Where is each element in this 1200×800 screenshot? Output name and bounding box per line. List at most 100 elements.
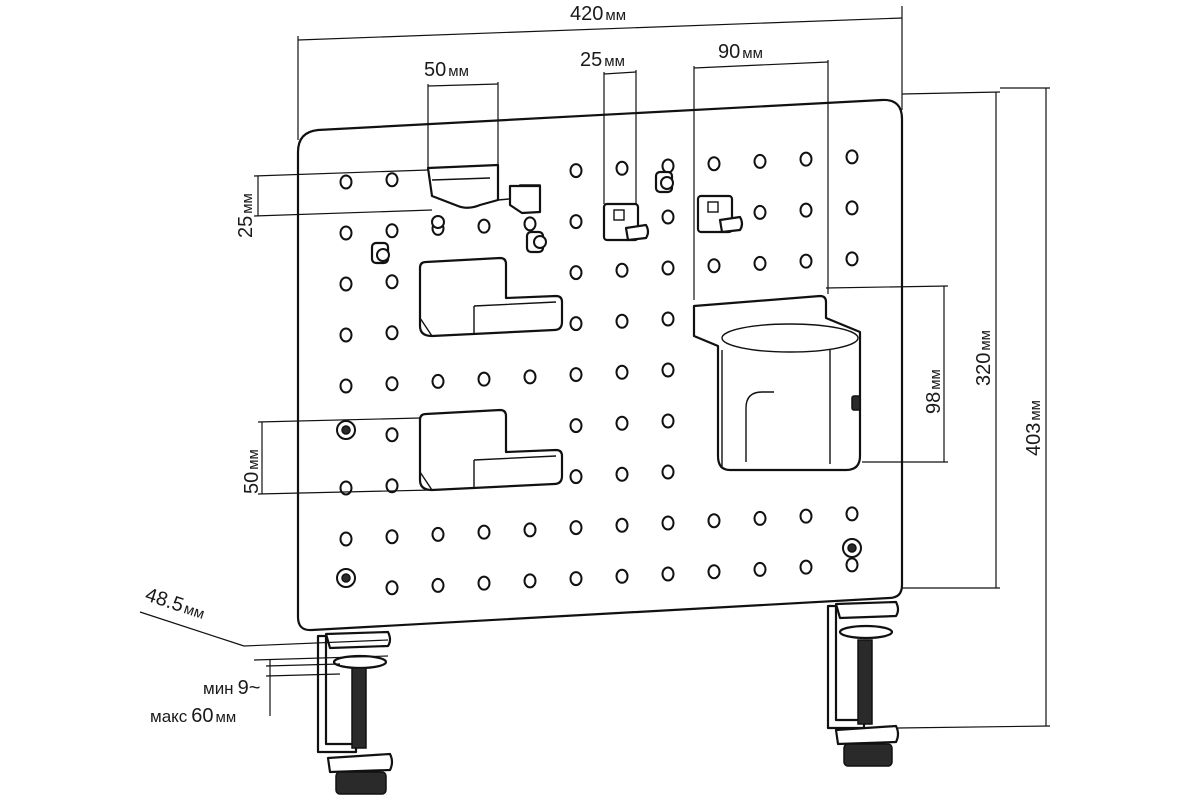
peg-hole bbox=[661, 209, 675, 225]
peg-hole bbox=[661, 158, 675, 174]
panel-height-value: 320 bbox=[973, 353, 995, 386]
peg-hole bbox=[339, 531, 353, 547]
peg-hole bbox=[477, 524, 491, 540]
svg-text:25мм: 25мм bbox=[235, 193, 257, 238]
dim-total-height: 403мм bbox=[897, 87, 1051, 729]
peg-hole bbox=[385, 325, 399, 341]
dim-shelf-height: 50мм bbox=[241, 417, 433, 495]
peg-hole bbox=[845, 251, 859, 267]
clamp-left bbox=[316, 630, 394, 795]
dim-panel-height: 320мм bbox=[901, 91, 1001, 589]
total-height-unit: мм bbox=[1027, 400, 1044, 421]
clamp-max-label: макс bbox=[150, 707, 188, 726]
peg-hole bbox=[707, 258, 721, 274]
dim-hook-small-height: 25мм bbox=[235, 169, 433, 238]
clamp-min-value: 9 bbox=[238, 677, 249, 699]
svg-text:50мм: 50мм bbox=[241, 449, 263, 494]
peg-hole bbox=[615, 466, 629, 482]
width-unit: мм bbox=[605, 7, 626, 24]
peg-hole bbox=[431, 373, 445, 389]
peg-hole bbox=[477, 218, 491, 234]
peg-hole bbox=[569, 163, 583, 179]
peg-hole bbox=[615, 364, 629, 380]
dim-clamp-depth: 48.5мм bbox=[139, 584, 389, 661]
peg-hole bbox=[753, 204, 767, 220]
clamp-depth-value: 48.5 bbox=[142, 584, 186, 617]
screw-heads bbox=[336, 420, 862, 588]
peg-hole bbox=[385, 427, 399, 443]
svg-text:320мм: 320мм bbox=[973, 330, 995, 386]
peg-hole bbox=[339, 174, 353, 190]
shelf-upper bbox=[418, 256, 564, 338]
peg-hole bbox=[523, 573, 537, 589]
peg-hole bbox=[385, 223, 399, 239]
peg-hole bbox=[615, 313, 629, 329]
peg-hole bbox=[661, 515, 675, 531]
clamp-max-unit: мм bbox=[216, 709, 237, 726]
svg-text:50мм: 50мм bbox=[424, 59, 469, 81]
peg-hole bbox=[615, 160, 629, 176]
hook-height-unit: мм bbox=[239, 193, 256, 214]
clamp-min-label: мин bbox=[203, 679, 234, 698]
peg-hole bbox=[339, 225, 353, 241]
peg-hole bbox=[845, 200, 859, 216]
j-hook-right bbox=[696, 194, 744, 234]
peg-hole bbox=[339, 327, 353, 343]
peg-hole bbox=[523, 522, 537, 538]
clamp-tilde: ~ bbox=[249, 677, 261, 699]
peg-hole bbox=[845, 149, 859, 165]
peg-hole bbox=[845, 506, 859, 522]
peg-hole bbox=[615, 262, 629, 278]
peg-hole bbox=[661, 311, 675, 327]
peg-hole bbox=[569, 469, 583, 485]
peg-hole bbox=[661, 362, 675, 378]
peg-hole bbox=[845, 557, 859, 573]
peg-hole bbox=[615, 568, 629, 584]
panel-height-unit: мм bbox=[977, 330, 994, 351]
peg-hole bbox=[661, 566, 675, 582]
peg-hole bbox=[661, 464, 675, 480]
dim-cup-height: 98мм bbox=[825, 285, 949, 463]
peg-hole bbox=[569, 316, 583, 332]
cup-width-value: 90 bbox=[718, 41, 740, 63]
hook-height-value: 25 bbox=[235, 216, 257, 238]
peg-hole bbox=[799, 151, 813, 167]
total-height-value: 403 bbox=[1023, 423, 1045, 456]
peg-hole bbox=[615, 415, 629, 431]
peg-hole bbox=[569, 520, 583, 536]
cup-holder bbox=[692, 294, 862, 472]
peg-hole bbox=[569, 418, 583, 434]
peg-hole bbox=[753, 255, 767, 271]
peg-hole bbox=[431, 526, 445, 542]
peg-hole bbox=[385, 274, 399, 290]
svg-text:403мм: 403мм bbox=[1023, 400, 1045, 456]
hook-width-value: 50 bbox=[424, 59, 446, 81]
strip-width-value: 25 bbox=[580, 49, 602, 71]
peg-hole bbox=[707, 156, 721, 172]
peg-hole bbox=[339, 276, 353, 292]
clamp-depth-unit: мм bbox=[182, 600, 207, 623]
peg-hole bbox=[385, 580, 399, 596]
peg-hole bbox=[431, 577, 445, 593]
svg-text:48.5мм: 48.5мм bbox=[142, 584, 207, 624]
peg-hole bbox=[661, 260, 675, 276]
peg-hole bbox=[707, 564, 721, 580]
peg-hole bbox=[339, 480, 353, 496]
peg-hole bbox=[569, 367, 583, 383]
shelf-height-unit: мм bbox=[245, 449, 262, 470]
peg-hole bbox=[339, 378, 353, 394]
strip-width-unit: мм bbox=[604, 53, 625, 70]
peg-hole bbox=[569, 571, 583, 587]
hook-width-unit: мм bbox=[448, 63, 469, 80]
peg-hole bbox=[385, 478, 399, 494]
peg-hole bbox=[385, 376, 399, 392]
